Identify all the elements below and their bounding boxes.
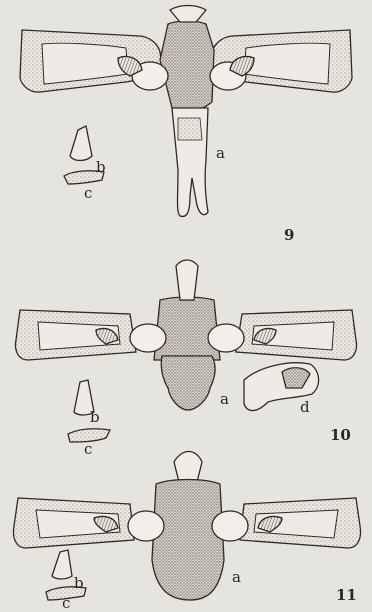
fig10-label-c: c [84, 440, 92, 458]
figure-11-drawing [14, 452, 361, 601]
fig11-detail-b [52, 550, 72, 579]
fig10-label-b: b [90, 408, 100, 426]
fig11-label-c: c [62, 594, 70, 612]
fig9-label-b: b [96, 158, 106, 176]
fig10-central-body [154, 297, 220, 360]
fig9-label-c: c [84, 184, 92, 202]
fig11-label-b: b [74, 574, 84, 592]
figure-10-number: 10 [330, 426, 351, 444]
fig9-central-body [160, 21, 214, 111]
figure-9-number: 9 [284, 226, 294, 244]
fig10-label-a: a [220, 390, 229, 408]
fig10-label-d: d [300, 398, 310, 416]
fig9-label-a: a [216, 144, 225, 162]
fig9-detail-b [70, 126, 92, 161]
figure-11-number: 11 [336, 586, 357, 604]
figure-9-drawing [20, 6, 352, 217]
fig10-lower-lobe [161, 356, 215, 410]
fig11-label-a: a [232, 568, 241, 586]
fig11-central-body [152, 480, 224, 601]
